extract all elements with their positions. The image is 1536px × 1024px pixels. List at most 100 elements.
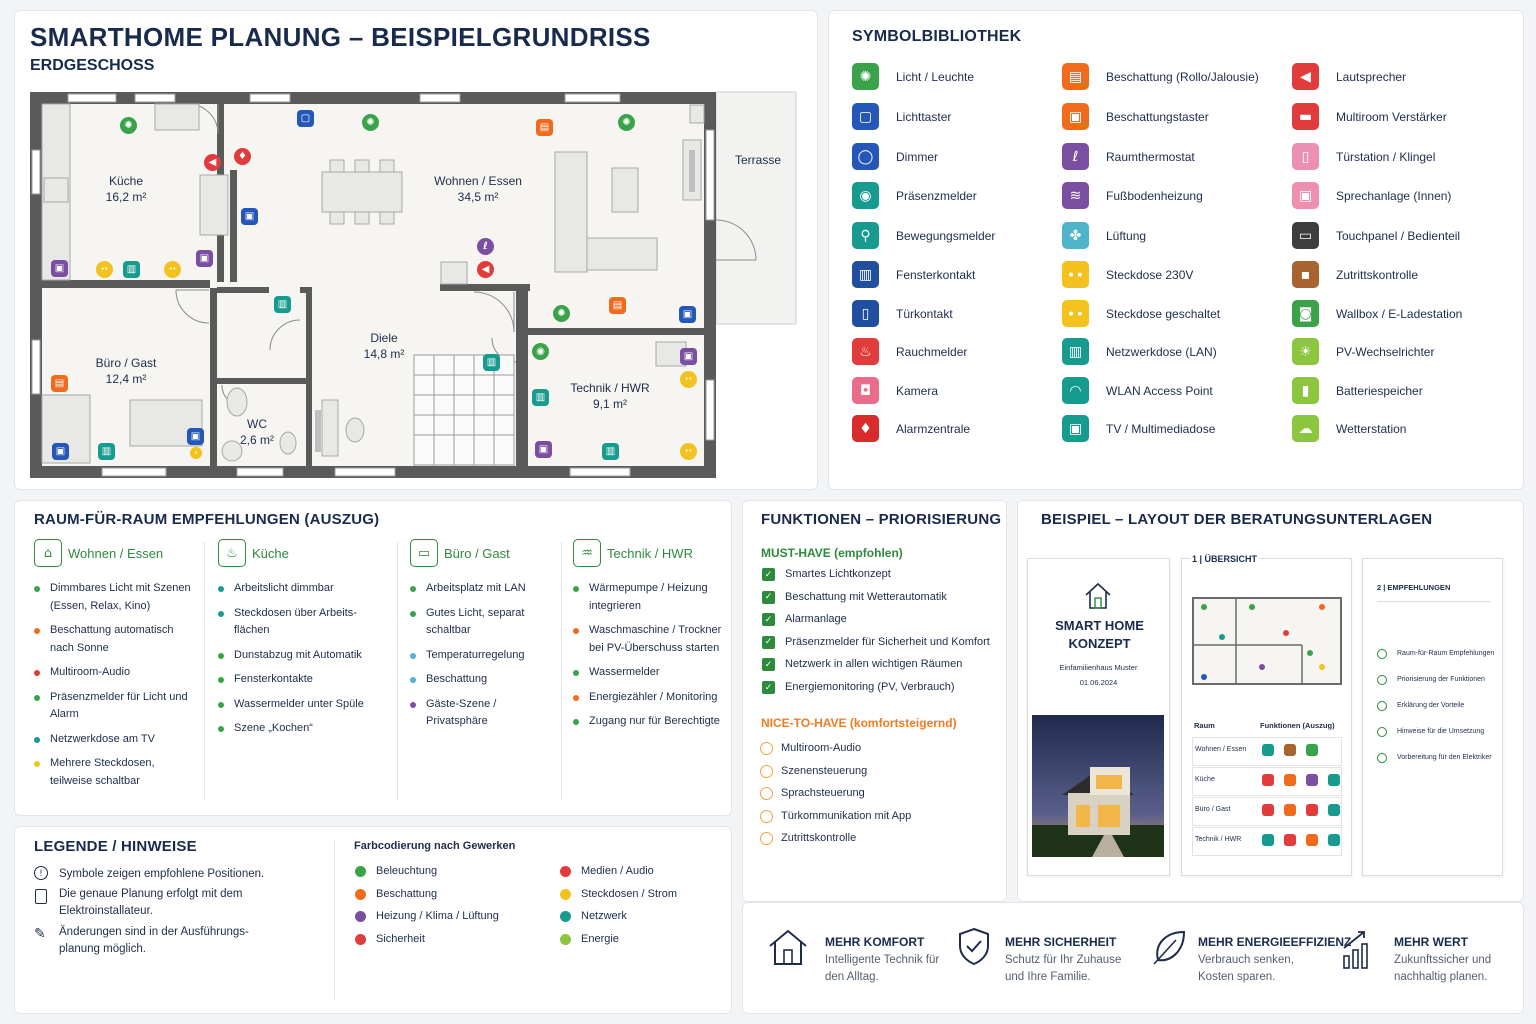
radio-empty-icon[interactable] bbox=[760, 809, 773, 823]
smoke-icon: ♨ bbox=[852, 338, 879, 365]
lan-icon: ▥ bbox=[1062, 338, 1089, 365]
lan-icon[interactable]: ▥ bbox=[483, 354, 500, 371]
legend-panel bbox=[14, 826, 732, 1014]
list-item: Multiroom-Audio bbox=[34, 664, 194, 682]
lan-icon[interactable]: ▥ bbox=[532, 389, 549, 406]
list-item: Erklärung der Vorteile bbox=[1397, 702, 1465, 709]
checkbox-checked-icon[interactable]: ✓ bbox=[762, 681, 775, 694]
shade-icon[interactable]: ▤ bbox=[51, 375, 68, 392]
recommendations-panel bbox=[14, 500, 732, 816]
shade-switch-icon: ▣ bbox=[1062, 103, 1089, 130]
radio-empty-icon[interactable] bbox=[760, 742, 773, 755]
room-kueche-name: Küche bbox=[108, 174, 144, 188]
radio-empty-icon[interactable] bbox=[760, 832, 773, 846]
socket-icon[interactable]: ∙∙ bbox=[96, 261, 113, 278]
checkbox-checked-icon[interactable]: ✓ bbox=[762, 590, 775, 604]
shade-icon[interactable]: ▤ bbox=[609, 297, 626, 314]
radio-empty-icon[interactable] bbox=[760, 787, 773, 801]
overview-table-header-functions: Funktionen (Auszug) bbox=[1260, 721, 1335, 730]
light-icon[interactable]: ✺ bbox=[553, 305, 570, 322]
light-icon: ✺ bbox=[852, 63, 879, 90]
presence-icon[interactable]: ◉ bbox=[532, 343, 549, 360]
light-icon[interactable]: ✺ bbox=[362, 114, 379, 131]
function-icon bbox=[1284, 774, 1296, 786]
light-switch-icon[interactable]: ▢ bbox=[297, 110, 314, 127]
socket-icon[interactable]: ∙∙ bbox=[680, 371, 697, 388]
socket-icon[interactable]: ∙∙ bbox=[680, 443, 697, 460]
thermostat-icon[interactable]: ℓ bbox=[477, 238, 494, 255]
color-swatch bbox=[560, 866, 571, 877]
color-swatch bbox=[355, 888, 366, 900]
function-icon bbox=[1284, 804, 1296, 816]
symbol-label: Rauchmelder bbox=[896, 345, 968, 359]
symbol-label: Lichttaster bbox=[896, 110, 952, 124]
heat-pump-icon: ♒ bbox=[573, 539, 601, 567]
light-icon[interactable]: ✺ bbox=[120, 117, 137, 134]
checkbox-checked-icon[interactable]: ✓ bbox=[762, 568, 775, 581]
list-item: Arbeitsplatz mit LAN bbox=[410, 580, 555, 598]
radio-empty-icon[interactable] bbox=[760, 764, 773, 778]
symbol-library-panel bbox=[828, 10, 1524, 490]
function-icon bbox=[1328, 804, 1340, 816]
lan-icon[interactable]: ▥ bbox=[98, 443, 115, 460]
floorplan-drawing bbox=[30, 91, 797, 478]
recommendation-room-header: ♨Küche bbox=[218, 538, 388, 568]
color-legend-label: Sicherheit bbox=[376, 932, 425, 945]
benefit-text: Verbrauch senken, Kosten sparen. bbox=[1198, 954, 1294, 983]
thermostat-icon: ℓ bbox=[1062, 143, 1089, 170]
function-icon bbox=[1262, 744, 1274, 756]
symbol-library-title: SYMBOLBIBLIOTHEK bbox=[852, 28, 1022, 45]
camera-icon: ◘ bbox=[852, 377, 879, 404]
speaker-icon[interactable]: ◀ bbox=[204, 154, 221, 171]
speaker-icon[interactable]: ◀ bbox=[477, 261, 494, 278]
tv-icon[interactable]: ▣ bbox=[52, 443, 69, 460]
benefit-text: Intelligente Technik für den Alltag. bbox=[825, 954, 940, 983]
light-icon[interactable]: ✺ bbox=[618, 114, 635, 131]
cover-title: SMART HOME KONZEPT bbox=[1055, 618, 1144, 651]
socket-icon[interactable]: ∙∙ bbox=[164, 261, 181, 278]
checkbox-checked-icon[interactable]: ✓ bbox=[762, 635, 775, 649]
symbol-label: Fußbodenheizung bbox=[1106, 189, 1203, 203]
intercom-icon[interactable]: ▣ bbox=[51, 260, 68, 277]
intercom-icon[interactable]: ▣ bbox=[680, 348, 697, 365]
room-wc-name: WC bbox=[247, 417, 267, 431]
function-icon bbox=[1306, 804, 1318, 816]
socket-icon: ∙∙ bbox=[1062, 261, 1089, 288]
overview-page: 1 | ÜBERSICHT Raum Funktionen (Auszug) W… bbox=[1181, 554, 1352, 876]
list-bullet-icon bbox=[1377, 675, 1387, 685]
recommendation-list: Dimmbares Licht mit Szenen (Essen, Relax… bbox=[34, 580, 194, 790]
table-row bbox=[1192, 827, 1342, 856]
checkbox-checked-icon[interactable]: ✓ bbox=[762, 613, 775, 627]
tv-icon[interactable]: ▣ bbox=[241, 208, 258, 225]
symbol-label: Licht / Leuchte bbox=[896, 70, 975, 84]
benefit-title: MEHR WERT bbox=[1394, 935, 1468, 949]
recommendation-room-name: Wohnen / Essen bbox=[68, 545, 164, 561]
speaker-icon: ◀ bbox=[1292, 63, 1319, 90]
shield-icon bbox=[959, 927, 989, 966]
lan-icon[interactable]: ▥ bbox=[123, 261, 140, 278]
symbol-label: Präsenzmelder bbox=[896, 189, 977, 203]
alarm-icon[interactable]: ♦ bbox=[234, 148, 251, 165]
tv-icon[interactable]: ▣ bbox=[187, 428, 204, 445]
color-swatch bbox=[560, 911, 571, 922]
list-bullet-icon bbox=[1377, 649, 1387, 659]
checkbox-checked-icon[interactable]: ✓ bbox=[762, 658, 775, 672]
intercom-icon[interactable]: ▣ bbox=[535, 441, 552, 458]
cover-date: 01.06.2024 bbox=[1079, 678, 1118, 687]
socket-icon[interactable]: ∙ bbox=[190, 447, 202, 459]
lan-icon[interactable]: ▥ bbox=[274, 296, 291, 313]
color-legend-label: Steckdosen / Strom bbox=[581, 887, 677, 900]
light-switch-icon: ▢ bbox=[852, 103, 879, 130]
intercom-icon[interactable]: ▣ bbox=[196, 250, 213, 267]
ventilation-icon: ✤ bbox=[1062, 222, 1089, 249]
list-item: Arbeitslicht dimmbar bbox=[218, 580, 388, 598]
lan-icon[interactable]: ▥ bbox=[602, 443, 619, 460]
tv-icon[interactable]: ▣ bbox=[679, 306, 696, 323]
shade-icon[interactable]: ▤ bbox=[536, 119, 553, 136]
